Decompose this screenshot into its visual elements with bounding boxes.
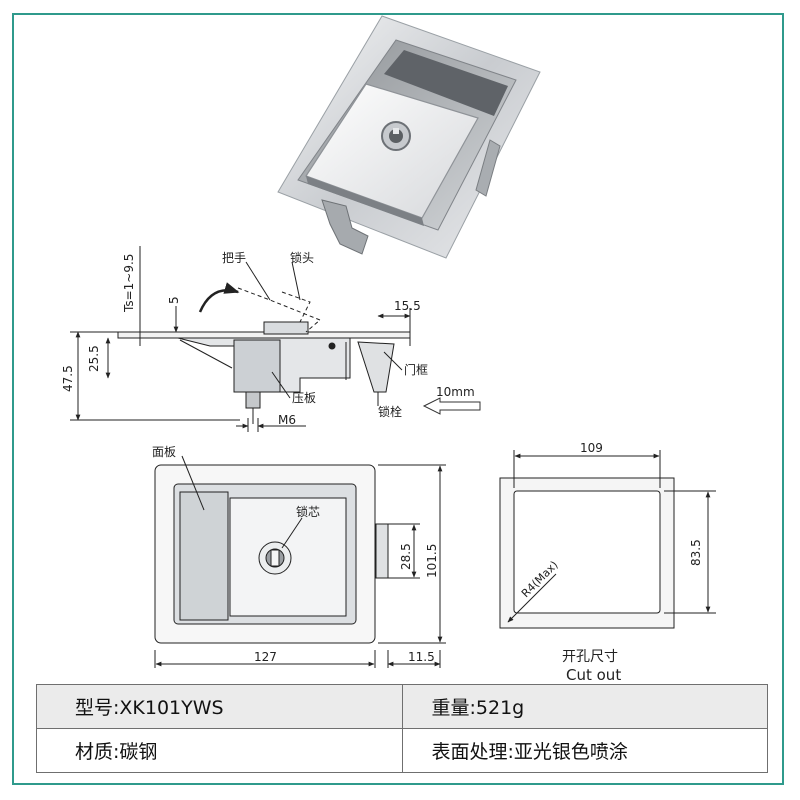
model-label: 型号: — [75, 697, 120, 719]
product-photo — [277, 15, 541, 259]
cutout-view — [499, 450, 716, 629]
dim-ts: Ts=1~9.5 — [122, 254, 136, 313]
dim-15-5: 15.5 — [394, 299, 421, 313]
spec-cell-material: 材质:碳钢 — [36, 728, 403, 773]
dim-11-5: 11.5 — [408, 650, 435, 664]
dim-m6: M6 — [278, 413, 296, 427]
spec-table: 型号:XK101YWS 重量:521g 材质:碳钢 表面处理:亚光银色喷涂 — [36, 684, 768, 773]
dim-101-5: 101.5 — [425, 544, 439, 578]
dim-47-5: 47.5 — [61, 365, 75, 392]
side-view — [70, 246, 481, 432]
finish-value: 亚光银色喷涂 — [513, 741, 628, 763]
technical-drawing: 把手 锁头 门框 压板 锁栓 Ts=1~9.5 5 25.5 47.5 15.5… — [61, 15, 716, 684]
dim-109: 109 — [580, 441, 603, 455]
cutout-title-cn: 开孔尺寸 — [562, 649, 618, 665]
front-view — [154, 455, 446, 668]
front-view-labels: 面板 锁芯 127 11.5 28.5 101.5 — [152, 445, 439, 664]
dim-5: 5 — [167, 296, 181, 304]
material-value: 碳钢 — [119, 741, 158, 763]
dim-25-5: 25.5 — [87, 345, 101, 372]
weight-value: 521g — [475, 697, 525, 719]
label-panel: 面板 — [152, 445, 176, 459]
spec-cell-finish: 表面处理:亚光银色喷涂 — [401, 728, 768, 773]
material-label: 材质: — [75, 741, 120, 763]
label-lock-head: 锁头 — [290, 250, 314, 265]
label-handle: 把手 — [222, 251, 246, 265]
weight-label: 重量: — [431, 697, 476, 719]
label-bolt: 锁栓 — [378, 404, 402, 419]
spec-cell-model: 型号:XK101YWS — [36, 684, 403, 729]
dim-127: 127 — [254, 650, 277, 664]
side-view-labels: 把手 锁头 门框 压板 锁栓 Ts=1~9.5 5 25.5 47.5 15.5… — [61, 250, 475, 427]
dim-83-5: 83.5 — [689, 539, 703, 566]
label-pressure-plate: 压板 — [292, 391, 316, 405]
spec-cell-weight: 重量:521g — [401, 684, 768, 729]
label-lock-core: 锁芯 — [296, 504, 320, 519]
dim-28-5: 28.5 — [399, 543, 413, 570]
page-frame — [12, 13, 784, 785]
finish-label: 表面处理: — [431, 741, 514, 763]
cutout-title-en: Cut out — [566, 666, 621, 684]
label-door-frame: 门框 — [404, 362, 428, 377]
dim-10mm: 10mm — [436, 385, 475, 399]
spec-row-2: 材质:碳钢 表面处理:亚光银色喷涂 — [36, 728, 768, 773]
spec-row-1: 型号:XK101YWS 重量:521g — [36, 684, 768, 729]
model-value: XK101YWS — [119, 697, 224, 719]
